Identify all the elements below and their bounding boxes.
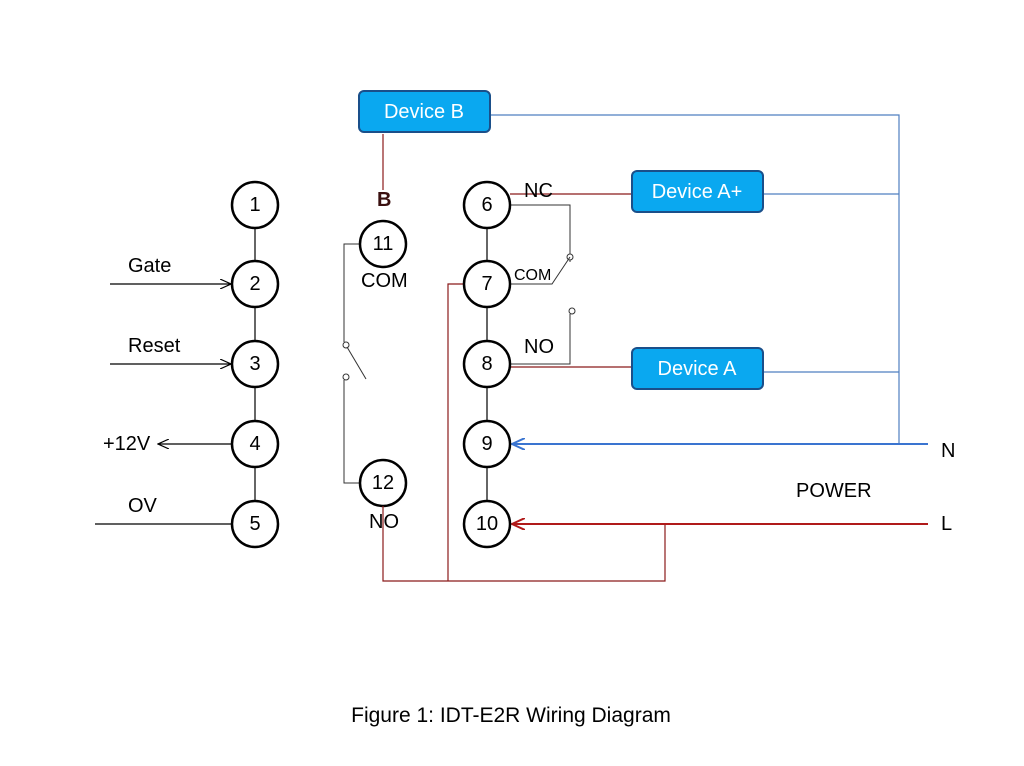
relay-a-no-contact xyxy=(568,307,576,315)
ov-label: OV xyxy=(128,495,158,517)
relay-b-group: B 11 COM 12 NO xyxy=(342,134,408,533)
relay-a-com-label: COM xyxy=(514,267,551,284)
relay-a-com-blade xyxy=(510,256,571,285)
terminal-1: 1 xyxy=(230,180,280,230)
terminal-7-number: 7 xyxy=(481,273,492,295)
input-terminal-group: Gate Reset +12V OV 1 2 3 4 5 xyxy=(95,180,280,549)
terminal-10: 10 xyxy=(462,499,512,549)
relay-a-nc-label: NC xyxy=(524,180,553,202)
live-l-label: L xyxy=(941,513,952,535)
terminal-2-number: 2 xyxy=(249,273,260,295)
relay-b-no-lead xyxy=(343,380,361,484)
terminal-12: 12 xyxy=(358,458,408,508)
device-b-label: Device B xyxy=(384,101,464,123)
neutral-bus-vertical xyxy=(490,114,900,444)
reset-label: Reset xyxy=(128,335,181,357)
power-label: POWER xyxy=(796,480,872,502)
device-a-box: Device A xyxy=(631,347,764,390)
live-to-terminal-7 xyxy=(447,283,463,581)
terminal-10-number: 10 xyxy=(476,513,498,535)
gate-label: Gate xyxy=(128,255,171,277)
figure-caption: Figure 1: IDT-E2R Wiring Diagram xyxy=(351,704,671,727)
terminal-4-number: 4 xyxy=(249,433,260,455)
device-b-box: Device B xyxy=(358,90,491,133)
terminal-11: 11 xyxy=(358,219,408,269)
live-wiring xyxy=(382,193,928,582)
terminal-8-number: 8 xyxy=(481,353,492,375)
terminal-9: 9 xyxy=(462,419,512,469)
relay-a-group: NC COM NO 6 7 8 9 10 xyxy=(462,180,576,549)
terminal-3-number: 3 xyxy=(249,353,260,375)
terminal-11-number: 11 xyxy=(373,233,394,255)
device-a-plus-box: Device A+ xyxy=(631,170,764,213)
live-bus-bottom xyxy=(382,506,666,582)
terminal-5: 5 xyxy=(230,499,280,549)
relay-b-com-contact xyxy=(342,341,350,349)
relay-a-no-lead xyxy=(510,314,571,365)
neutral-wiring xyxy=(490,114,928,444)
terminal-4: 4 xyxy=(230,419,280,469)
relay-a-no-label: NO xyxy=(524,336,554,358)
relay-b-no-contact xyxy=(342,373,350,381)
device-a-label: Device A xyxy=(658,358,738,380)
terminal-8: 8 xyxy=(462,339,512,389)
v12-label: +12V xyxy=(103,433,151,455)
terminal-1-number: 1 xyxy=(249,194,260,216)
terminal-6-number: 6 xyxy=(481,194,492,216)
relay-b-com-lead xyxy=(343,243,361,342)
relay-a-nc-lead xyxy=(510,204,571,262)
relay-b-com-label: COM xyxy=(361,270,408,292)
neutral-n-label: N xyxy=(941,440,955,462)
terminal-12-number: 12 xyxy=(372,472,394,494)
terminal-9-number: 9 xyxy=(481,433,492,455)
relay-b-switch-blade xyxy=(346,346,367,380)
terminal-6: 6 xyxy=(462,180,512,230)
device-a-plus-label: Device A+ xyxy=(652,181,743,203)
relay-b-no-label: NO xyxy=(369,511,399,533)
terminal-7: 7 xyxy=(462,259,512,309)
terminal-5-number: 5 xyxy=(249,513,260,535)
relay-b-label: B xyxy=(377,189,391,211)
terminal-3: 3 xyxy=(230,339,280,389)
terminal-2: 2 xyxy=(230,259,280,309)
